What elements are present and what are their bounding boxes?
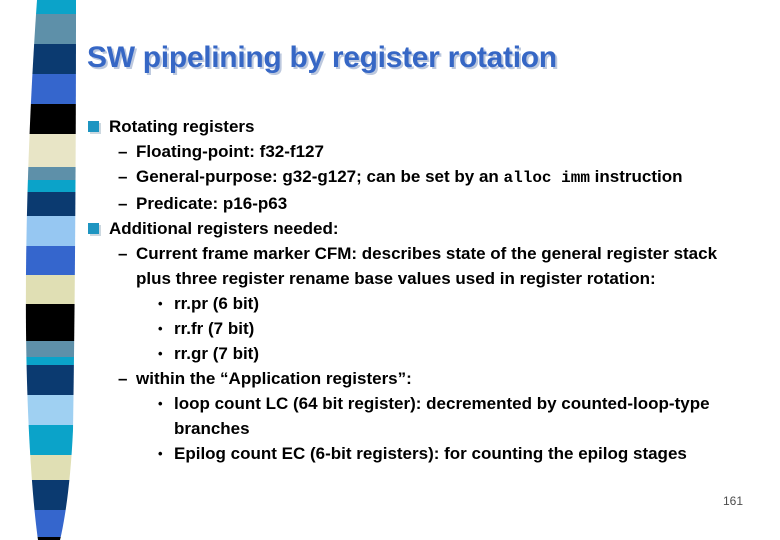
- strip-segment: [25, 14, 77, 44]
- strip-segment: [25, 304, 77, 341]
- list-item-text: Predicate: p16-p63: [136, 194, 288, 213]
- list-item-text: Rotating registers: [109, 117, 255, 136]
- text-segment: instruction: [589, 167, 683, 186]
- list-item: • Epilog count EC (6-bit registers): for …: [88, 441, 720, 466]
- bullet-square-icon: [88, 121, 99, 132]
- bullet-list: Rotating registers–Floating-point: f32-f…: [88, 114, 720, 466]
- list-item-text: Epilog count EC (6-bit registers): for c…: [174, 444, 687, 463]
- text-segment: General-purpose: g32-g127; can be set by…: [136, 167, 504, 186]
- strip-segment: [25, 192, 77, 216]
- list-item-text: General-purpose: g32-g127; can be set by…: [136, 164, 720, 191]
- list-item: –General-purpose: g32-g127; can be set b…: [88, 164, 720, 191]
- brush-stroke-strip-segments: [25, 0, 77, 540]
- strip-segment: [25, 0, 77, 14]
- strip-segment: [25, 365, 77, 395]
- strip-segment: [25, 167, 77, 180]
- strip-segment: [25, 510, 77, 537]
- strip-segment: [25, 104, 77, 134]
- inline-code: alloc imm: [503, 169, 590, 187]
- strip-segment: [25, 216, 77, 246]
- strip-segment: [25, 455, 77, 480]
- strip-segment: [25, 357, 77, 365]
- list-item: Additional registers needed:: [88, 216, 720, 241]
- list-item: • rr.gr (7 bit): [88, 341, 720, 366]
- dot-marker: •: [158, 321, 163, 336]
- dash-marker: –: [118, 369, 128, 388]
- list-item-text: rr.gr (7 bit): [174, 344, 260, 363]
- strip-segment: [25, 134, 77, 167]
- list-item: –within the “Application registers”:: [88, 366, 720, 391]
- list-item-text: rr.pr (6 bit): [174, 294, 260, 313]
- list-item: • rr.pr (6 bit): [88, 291, 720, 316]
- strip-segment: [25, 275, 77, 304]
- list-item-text: Floating-point: f32-f127: [136, 142, 324, 161]
- strip-segment: [25, 425, 77, 455]
- dot-marker: •: [158, 446, 163, 461]
- strip-segment: [25, 180, 77, 192]
- dash-marker: –: [118, 167, 128, 186]
- list-item: • rr.fr (7 bit): [88, 316, 720, 341]
- dot-marker: •: [158, 396, 163, 411]
- strip-segment: [25, 395, 77, 425]
- strip-segment: [25, 74, 77, 104]
- list-item: –Current frame marker CFM: describes sta…: [88, 241, 720, 291]
- strip-segment: [25, 537, 77, 540]
- list-item: –Floating-point: f32-f127: [88, 139, 720, 164]
- dash-marker: –: [118, 244, 128, 263]
- list-item: –Predicate: p16-p63: [88, 191, 720, 216]
- dot-marker: •: [158, 346, 163, 361]
- dot-marker: •: [158, 296, 163, 311]
- page-number: 161: [723, 494, 744, 508]
- strip-segment: [25, 246, 77, 275]
- brush-stroke-strip: [25, 0, 77, 540]
- strip-segment: [25, 44, 77, 74]
- dash-marker: –: [118, 142, 128, 161]
- bullet-square-icon: [88, 223, 99, 234]
- list-item: Rotating registers: [88, 114, 720, 139]
- strip-segment: [25, 341, 77, 357]
- strip-segment: [25, 480, 77, 510]
- list-item-text: within the “Application registers”:: [136, 369, 412, 388]
- list-item-text: Additional registers needed:: [109, 219, 339, 238]
- list-item-text: loop count LC (64 bit register): decreme…: [174, 394, 710, 438]
- slide-title: SW pipelining by register rotation: [87, 41, 557, 74]
- list-item-text: Current frame marker CFM: describes stat…: [136, 244, 718, 288]
- list-item: • loop count LC (64 bit register): decrem…: [88, 391, 720, 441]
- list-item-text: rr.fr (7 bit): [174, 319, 255, 338]
- dash-marker: –: [118, 194, 128, 213]
